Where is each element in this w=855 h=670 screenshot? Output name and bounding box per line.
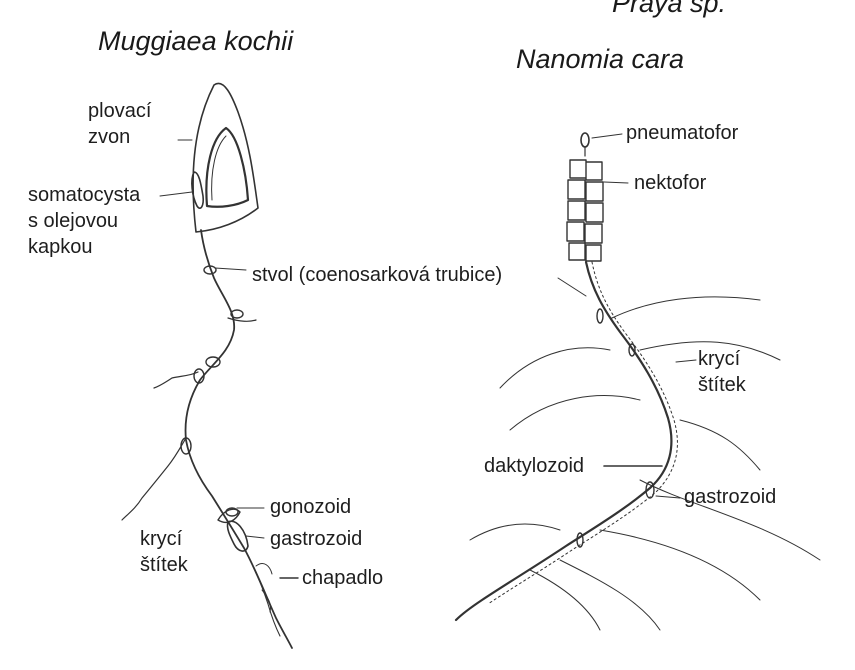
cut-off-top-title: Praya sp.	[612, 0, 727, 18]
nanomia-stem	[454, 260, 673, 622]
label-gastrozoid-right: gastrozoid	[684, 486, 777, 508]
label-dactylozoid: daktylozoid	[484, 455, 585, 477]
somatocyst	[191, 171, 204, 210]
gastrozoid-left	[226, 520, 249, 552]
muggiaea-drawing	[121, 82, 299, 649]
bell-cavity	[205, 126, 250, 208]
label-somatocyst: somatocysta s olejovou kapkou	[28, 184, 141, 258]
label-stem: stvol (coenosarková trubice)	[252, 264, 503, 286]
label-tentacle: chapadlo	[302, 567, 384, 589]
title-muggiaea: Muggiaea kochii	[98, 26, 294, 56]
label-bract-left: krycí štítek	[140, 528, 188, 576]
nectophores	[566, 159, 604, 262]
swimming-bell	[192, 82, 259, 233]
label-gonozoid: gonozoid	[270, 496, 352, 518]
nanomia-drawing	[454, 132, 821, 631]
pneumatophore	[580, 132, 590, 148]
title-nanomia: Nanomia cara	[516, 44, 685, 74]
label-bract-right: krycí štítek	[698, 348, 746, 396]
gonozoid-left	[225, 507, 239, 517]
muggiaea-stem	[184, 229, 293, 649]
label-gastrozoid-left: gastrozoid	[270, 528, 363, 550]
label-swimming-bell: plovací zvon	[88, 100, 152, 148]
gastrozoid-right	[645, 481, 655, 499]
bract-left	[217, 508, 241, 524]
tentacle-loops	[469, 296, 821, 631]
label-pneumatophore: pneumatofor	[626, 122, 739, 144]
tentacle-left	[243, 547, 281, 637]
label-nectophore: nektofor	[634, 172, 707, 194]
